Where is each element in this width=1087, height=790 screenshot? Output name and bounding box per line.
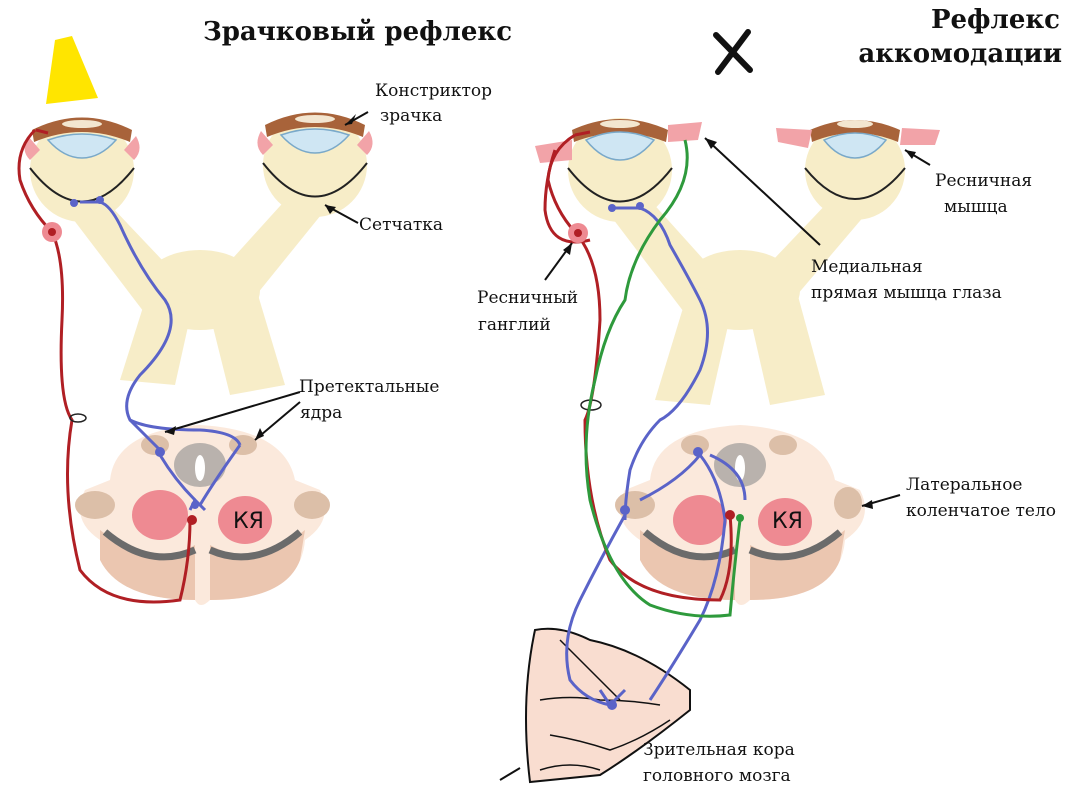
title-accommodation-line2: аккомодации	[858, 39, 1062, 69]
title-pupillary-reflex: Зрачковый рефлекс	[203, 17, 512, 47]
pupillary-reflex-panel	[19, 36, 373, 605]
label-constrictor-2: зрачка	[380, 106, 442, 126]
label-ciliary-ganglion-1: Ресничный	[477, 288, 578, 308]
label-lgn-1: Латеральное	[906, 475, 1023, 495]
cross-icon	[716, 32, 750, 72]
left-eye	[24, 118, 139, 223]
midbrain-section	[75, 425, 330, 605]
title-accommodation-line1: Рефлекс	[931, 5, 1060, 35]
label-ky-right: КЯ	[772, 509, 803, 534]
lateral-geniculate-body	[834, 487, 862, 519]
label-pretectal-1: Претектальные	[299, 377, 439, 397]
right-eye	[257, 113, 372, 218]
label-medial-rectus-1: Медиальная	[811, 257, 923, 277]
label-visual-cortex-2: головного мозга	[643, 766, 791, 786]
label-pretectal-2: ядра	[300, 403, 342, 423]
label-retina: Сетчатка	[359, 215, 443, 235]
label-medial-rectus-2: прямая мышца глаза	[811, 283, 1002, 303]
ciliary-muscle-icon	[776, 128, 812, 148]
label-constrictor-1: Констриктор	[375, 81, 492, 101]
label-lgn-2: коленчатое тело	[906, 501, 1056, 521]
label-ciliary-muscle-1: Ресничная	[935, 171, 1032, 191]
left-eye-accommodation	[535, 118, 702, 222]
optic-chiasm	[70, 195, 325, 395]
label-ky-left: КЯ	[233, 509, 264, 534]
right-eye-accommodation	[776, 120, 940, 220]
label-visual-cortex-1: Зрительная кора	[643, 740, 795, 760]
label-ciliary-ganglion-2: ганглий	[478, 315, 551, 335]
label-ciliary-muscle-2: мышца	[944, 197, 1008, 217]
accommodation-reflex-panel	[500, 32, 940, 782]
light-beam-icon	[46, 36, 98, 104]
oculomotor-nucleus-left	[132, 490, 188, 540]
